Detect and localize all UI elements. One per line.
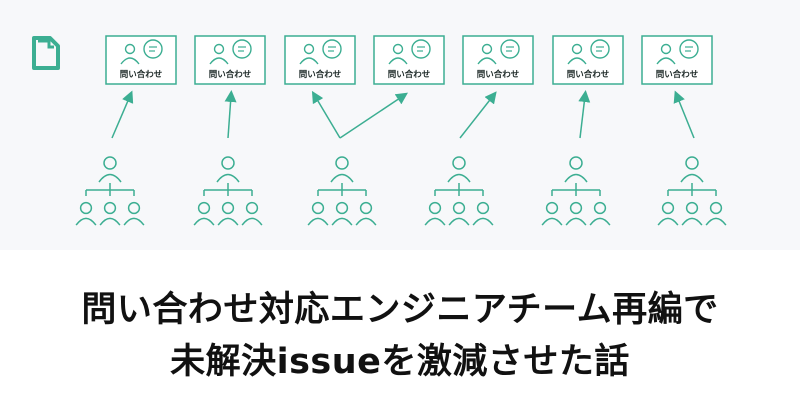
person-icon: [656, 43, 676, 65]
team-icon: [657, 156, 727, 226]
person-icon: [589, 201, 611, 226]
team-icon: [75, 156, 145, 226]
chat-bubble-icon: [322, 39, 342, 59]
person-icon: [331, 201, 353, 226]
person-icon: [424, 201, 446, 226]
person-icon: [681, 201, 703, 226]
person-icon: [299, 43, 319, 65]
title-line-2: 未解決issueを激減させた話: [170, 342, 630, 382]
person-icon: [120, 43, 140, 65]
person-icon: [123, 201, 145, 226]
inquiry-card: 問い合わせ: [373, 35, 445, 85]
team-icon: [193, 156, 263, 226]
person-icon: [209, 43, 229, 65]
person-icon: [680, 156, 704, 183]
person-icon: [541, 201, 563, 226]
inquiry-card: 問い合わせ: [194, 35, 266, 85]
person-icon: [75, 201, 97, 226]
person-icon: [477, 43, 497, 65]
arrow: [459, 91, 497, 139]
person-icon: [657, 201, 679, 226]
inquiry-card: 問い合わせ: [462, 35, 534, 85]
arrow: [111, 90, 134, 139]
team-icon: [307, 156, 377, 226]
card-label: 問い合わせ: [209, 69, 252, 80]
team-structure-illustration: 問い合わせ 問い合わせ 問い合わせ 問い合わせ 問い合わせ 問い合わせ 問い合わせ: [32, 35, 727, 226]
note-logo-icon: [32, 36, 60, 70]
chat-bubble-icon: [143, 39, 163, 59]
person-icon: [241, 201, 263, 226]
person-icon: [388, 43, 408, 65]
inquiry-card: 問い合わせ: [552, 35, 624, 85]
card-label: 問い合わせ: [656, 69, 699, 80]
team-icon: [541, 156, 611, 226]
person-icon: [567, 43, 587, 65]
arrow: [673, 90, 695, 139]
person-icon: [216, 156, 240, 183]
chat-bubble-icon: [679, 39, 699, 59]
arrow: [578, 90, 591, 139]
person-icon: [472, 201, 494, 226]
card-label: 問い合わせ: [299, 69, 342, 80]
inquiry-card: 問い合わせ: [105, 35, 177, 85]
chat-bubble-icon: [411, 39, 431, 59]
person-icon: [564, 156, 588, 183]
card-label: 問い合わせ: [120, 69, 163, 80]
chat-bubble-icon: [232, 39, 252, 59]
card-label: 問い合わせ: [388, 69, 431, 80]
title-line-1: 問い合わせ対応エンジニアチーム再編で: [81, 290, 719, 330]
person-icon: [330, 156, 354, 183]
person-icon: [355, 201, 377, 226]
person-icon: [217, 201, 239, 226]
team-icon: [424, 156, 494, 226]
arrow: [224, 90, 237, 139]
chat-bubble-icon: [590, 39, 610, 59]
inquiry-card: 問い合わせ: [284, 35, 356, 85]
chat-bubble-icon: [500, 39, 520, 59]
arrow: [311, 90, 341, 139]
inquiry-card: 問い合わせ: [641, 35, 713, 85]
person-icon: [447, 156, 471, 183]
person-icon: [307, 201, 329, 226]
card-label: 問い合わせ: [567, 69, 610, 80]
person-icon: [705, 201, 727, 226]
person-icon: [99, 201, 121, 226]
person-icon: [98, 156, 122, 183]
arrow: [339, 92, 408, 139]
person-icon: [565, 201, 587, 226]
person-icon: [448, 201, 470, 226]
person-icon: [193, 201, 215, 226]
card-label: 問い合わせ: [477, 69, 520, 80]
